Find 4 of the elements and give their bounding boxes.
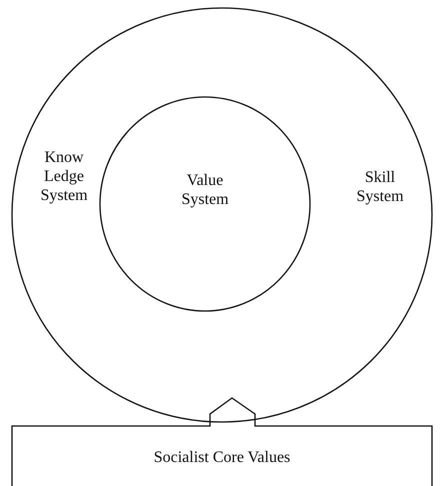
node-label: Know Ledge System	[39, 148, 89, 206]
node-label: Skill System	[355, 168, 405, 206]
node-label: Value System	[180, 171, 230, 210]
node-label: Socialist Core Values	[152, 448, 292, 468]
